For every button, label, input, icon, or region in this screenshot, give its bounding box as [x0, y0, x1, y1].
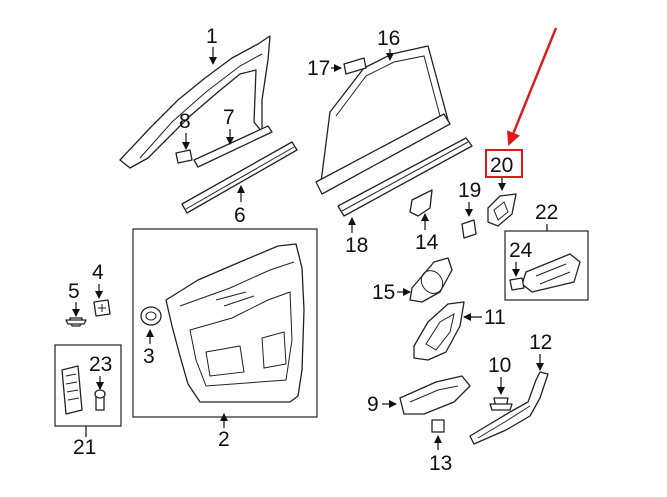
callout-15: 15	[372, 281, 395, 304]
highlight-arrow	[507, 27, 558, 146]
callout-7: 7	[223, 106, 235, 129]
part-4-clip[interactable]	[93, 299, 111, 317]
callout-9: 9	[367, 393, 379, 416]
part-19-cover[interactable]	[461, 219, 477, 239]
part-16-window-shade[interactable]	[315, 45, 451, 195]
callout-13: 13	[429, 452, 452, 475]
callout-4: 4	[92, 261, 104, 284]
part-24-connector[interactable]	[509, 277, 525, 291]
callout-1: 1	[206, 25, 218, 48]
part-15-speaker-grille[interactable]	[409, 257, 453, 303]
callout-21: 21	[73, 436, 96, 459]
callout-23: 23	[89, 353, 112, 376]
part-9-armrest-cover[interactable]	[399, 375, 471, 415]
callout-2: 2	[218, 428, 230, 451]
part-3-plug[interactable]	[140, 306, 162, 326]
part-5-screw[interactable]	[65, 317, 87, 327]
part-12-pull-handle-trim[interactable]	[469, 371, 549, 445]
callout-17: 17	[307, 57, 330, 80]
part-8-clip[interactable]	[175, 149, 193, 164]
part-18-seal-strip[interactable]	[337, 137, 473, 217]
callout-20: 20	[490, 154, 513, 177]
callout-14: 14	[415, 231, 439, 254]
callout-16: 16	[377, 27, 400, 50]
callout-22: 22	[535, 201, 558, 224]
part-21-light-assembly[interactable]	[61, 365, 83, 415]
callout-18: 18	[345, 234, 368, 257]
callout-5: 5	[68, 280, 80, 303]
part-2-door-trim-panel[interactable]	[165, 243, 305, 403]
callout-20-highlight-box	[485, 149, 523, 178]
part-21-box	[54, 344, 122, 427]
callout-12: 12	[529, 331, 552, 354]
callout-6: 6	[234, 204, 246, 227]
callout-8: 8	[179, 110, 191, 133]
callout-3: 3	[143, 345, 155, 368]
callout-11: 11	[484, 306, 506, 329]
callout-19: 19	[458, 179, 481, 202]
part-14-bracket[interactable]	[409, 189, 433, 217]
part-10-screw[interactable]	[489, 397, 513, 411]
part-1-window-frame-trim[interactable]	[119, 35, 271, 169]
part-7-upper-seal-strip[interactable]	[193, 125, 273, 168]
part-17-pad[interactable]	[343, 57, 367, 75]
part-6-belt-molding[interactable]	[181, 141, 298, 214]
part-23-bulb[interactable]	[94, 389, 106, 411]
callout-10: 10	[488, 354, 511, 377]
part-13-clip[interactable]	[431, 419, 445, 433]
part-20-door-handle[interactable]	[487, 193, 517, 227]
callout-24: 24	[509, 239, 533, 262]
part-11-handle-bezel[interactable]	[413, 301, 465, 361]
